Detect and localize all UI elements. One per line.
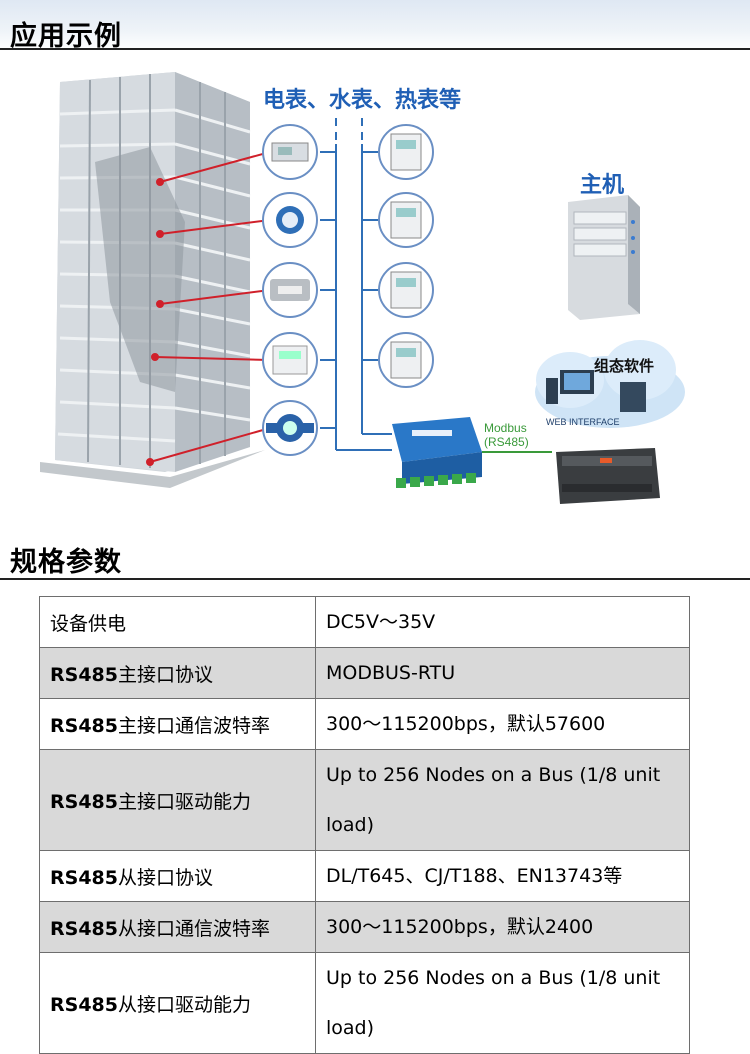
spec-row: RS485从接口驱动能力 Up to 256 Nodes on a Bus (1… <box>39 952 690 1054</box>
spec-value: 300～115200bps，默认2400 <box>315 901 690 953</box>
spec-key: RS485主接口协议 <box>39 647 316 699</box>
bus-label-rs485: (RS485) <box>484 435 529 449</box>
spec-key: RS485从接口驱动能力 <box>39 952 316 1054</box>
meter-icons-left <box>262 124 318 456</box>
spec-value: 300～115200bps，默认57600 <box>315 698 690 750</box>
header-band <box>0 0 750 50</box>
spec-row: RS485从接口协议 DL/T645、CJ/T188、EN13743等 <box>39 850 690 902</box>
spec-row: RS485从接口通信波特率 300～115200bps，默认2400 <box>39 901 690 953</box>
building-illustration <box>40 72 265 488</box>
bus-lines <box>320 144 392 451</box>
host-server-icon <box>568 195 640 320</box>
spec-section-title: 规格参数 <box>10 547 122 578</box>
spec-value: Up to 256 Nodes on a Bus (1/8 unit load) <box>315 749 690 851</box>
spec-key: RS485从接口协议 <box>39 850 316 902</box>
spec-key: RS485主接口驱动能力 <box>39 749 316 851</box>
application-diagram: 电表、水表、热表等 <box>0 52 750 512</box>
application-diagram-svg: 电表、水表、热表等 <box>40 72 685 504</box>
spec-key: 设备供电 <box>39 596 316 648</box>
software-label: 组态软件 <box>594 357 654 375</box>
spec-key: RS485从接口通信波特率 <box>39 901 316 953</box>
devices-label: 电表、水表、热表等 <box>263 87 461 112</box>
spec-value: MODBUS-RTU <box>315 647 690 699</box>
page-title: 应用示例 <box>10 21 122 52</box>
plc-controller-icon <box>556 448 660 504</box>
spec-key: RS485主接口通信波特率 <box>39 698 316 750</box>
software-cloud-icon <box>535 340 685 428</box>
spec-value: Up to 256 Nodes on a Bus (1/8 unit load) <box>315 952 690 1054</box>
spec-row: RS485主接口驱动能力 Up to 256 Nodes on a Bus (1… <box>39 749 690 851</box>
spec-value: DC5V～35V <box>315 596 690 648</box>
spec-row: 设备供电 DC5V～35V <box>39 596 690 648</box>
callout-lines <box>146 151 271 466</box>
converter-device <box>392 417 482 488</box>
meter-icons-right <box>378 124 434 388</box>
spec-value: DL/T645、CJ/T188、EN13743等 <box>315 850 690 902</box>
host-label: 主机 <box>580 172 624 197</box>
spec-divider <box>0 578 750 580</box>
title-divider <box>0 48 750 50</box>
spec-row: RS485主接口通信波特率 300～115200bps，默认57600 <box>39 698 690 750</box>
bus-label-modbus: Modbus <box>484 421 527 435</box>
web-interface-label: WEB INTERFACE <box>546 417 620 427</box>
spec-row: RS485主接口协议 MODBUS-RTU <box>39 647 690 699</box>
spec-table: 设备供电 DC5V～35V RS485主接口协议 MODBUS-RTU RS48… <box>39 596 690 1054</box>
